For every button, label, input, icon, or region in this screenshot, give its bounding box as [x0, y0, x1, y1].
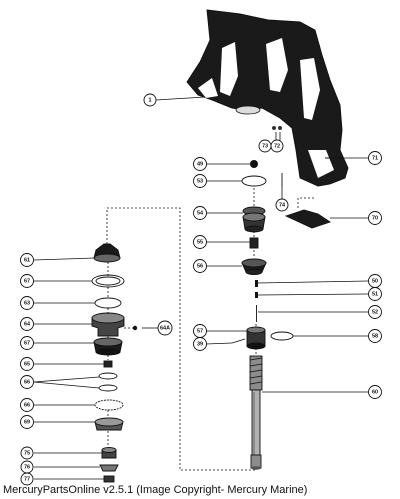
svg-text:51: 51: [372, 292, 378, 298]
gear-housing: [186, 9, 349, 187]
callout-1: 1: [143, 93, 157, 107]
svg-text:66: 66: [24, 380, 30, 386]
callout-64a: 64A: [157, 320, 173, 336]
callout-39: 39: [193, 337, 207, 351]
callout-65: 65: [20, 357, 34, 371]
svg-text:60: 60: [372, 390, 378, 396]
svg-text:76: 76: [24, 465, 30, 471]
callout-49: 49: [193, 157, 207, 171]
driveshaft: [249, 355, 263, 470]
parts-left: [91, 243, 138, 483]
callout-57: 57: [193, 324, 207, 338]
svg-text:70: 70: [372, 216, 378, 222]
callout-77: 77: [20, 472, 34, 486]
svg-text:1: 1: [148, 98, 151, 104]
callout-76: 76: [20, 460, 34, 474]
svg-text:50: 50: [372, 279, 378, 285]
callouts: 1 73 72 71 49 53 74 70 54 55 56 50 51 52…: [20, 93, 382, 486]
svg-text:65: 65: [24, 362, 30, 368]
svg-text:61: 61: [24, 258, 30, 264]
svg-text:54: 54: [197, 211, 204, 217]
callout-53: 53: [193, 174, 207, 188]
svg-text:55: 55: [197, 240, 203, 246]
svg-text:77: 77: [24, 477, 30, 483]
svg-text:56: 56: [197, 264, 203, 270]
callout-55: 55: [193, 235, 207, 249]
parts-right: [231, 126, 342, 470]
svg-text:52: 52: [372, 310, 378, 316]
callout-75: 75: [20, 446, 34, 460]
svg-text:74: 74: [279, 203, 286, 209]
callout-73: 73: [258, 139, 272, 153]
svg-text:64: 64: [24, 322, 31, 328]
svg-text:64A: 64A: [160, 326, 170, 332]
svg-text:57: 57: [197, 329, 203, 335]
svg-text:71: 71: [372, 156, 378, 162]
callout-64: 64: [20, 317, 34, 331]
callout-58: 58: [368, 329, 382, 343]
svg-text:75: 75: [24, 451, 30, 457]
svg-text:67: 67: [24, 279, 30, 285]
callout-70: 70: [368, 211, 382, 225]
callout-66-upper: 66: [20, 375, 34, 389]
image-caption: MercuryPartsOnline v2.5.1 (Image Copyrig…: [3, 484, 308, 496]
svg-text:72: 72: [274, 144, 280, 150]
svg-text:58: 58: [372, 334, 378, 340]
callout-60: 60: [368, 385, 382, 399]
svg-text:73: 73: [262, 144, 268, 150]
callout-61: 61: [20, 253, 34, 267]
svg-text:63: 63: [24, 301, 30, 307]
callout-52: 52: [368, 305, 382, 319]
callout-50: 50: [368, 274, 382, 288]
callout-66-lower: 66: [20, 398, 34, 412]
callout-72: 72: [270, 139, 284, 153]
svg-text:67: 67: [24, 341, 30, 347]
svg-text:53: 53: [197, 179, 203, 185]
leader-lines: [33, 96, 369, 480]
callout-71: 71: [368, 151, 382, 165]
callout-67-upper: 67: [20, 274, 34, 288]
svg-text:49: 49: [197, 162, 203, 168]
callout-67-lower: 67: [20, 336, 34, 350]
callout-51: 51: [368, 287, 382, 301]
callout-63: 63: [20, 296, 34, 310]
callout-74: 74: [275, 198, 289, 212]
callout-54: 54: [193, 206, 207, 220]
callout-69: 69: [20, 415, 34, 429]
svg-text:66: 66: [24, 403, 30, 409]
callout-56: 56: [193, 259, 207, 273]
svg-text:39: 39: [197, 342, 203, 348]
assembly-lines: [106, 188, 257, 471]
svg-text:69: 69: [24, 420, 30, 426]
